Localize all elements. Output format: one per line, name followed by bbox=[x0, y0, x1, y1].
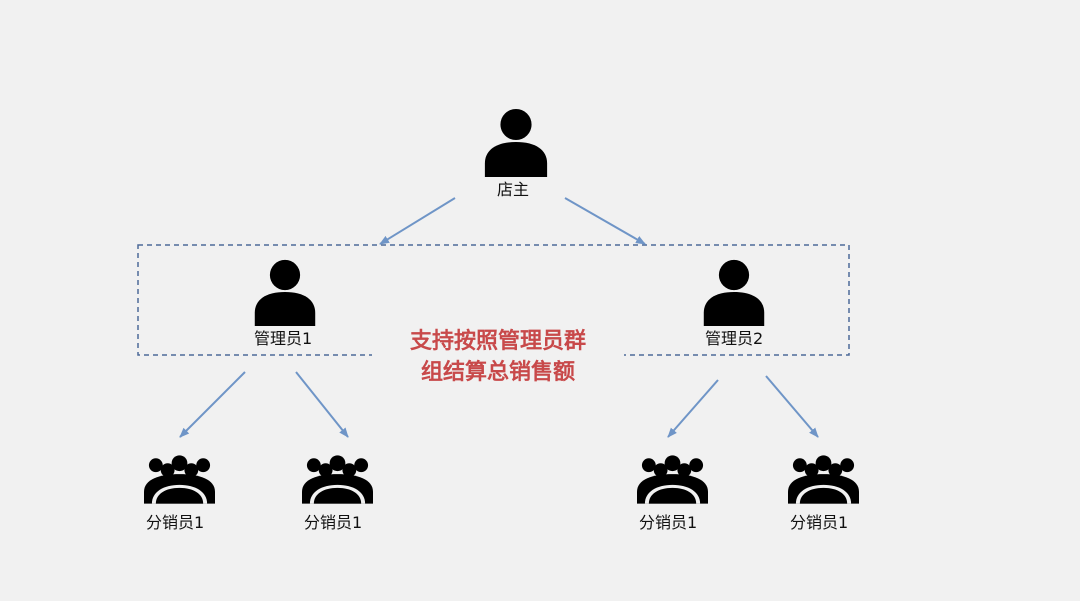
arrow-owner-to-admin-2 bbox=[564, 197, 646, 245]
annotation-line-1: 支持按照管理员群 bbox=[409, 329, 586, 354]
admin-2-label: 管理员2 bbox=[705, 329, 764, 348]
group-icon bbox=[637, 455, 708, 504]
arrow-admin-1-to-distributor-1 bbox=[179, 371, 246, 438]
distributor-label: 分销员1 bbox=[639, 513, 698, 532]
arrow-admin-2-to-distributor-4 bbox=[765, 375, 819, 438]
distributor-label: 分销员1 bbox=[304, 513, 363, 532]
arrow-admin-1-to-distributor-2 bbox=[295, 371, 349, 438]
distributor-label: 分销员1 bbox=[790, 513, 849, 532]
group-icon bbox=[144, 455, 215, 504]
admin-1-label: 管理员1 bbox=[254, 329, 313, 348]
distributor-label: 分销员1 bbox=[146, 513, 205, 532]
person-icon bbox=[254, 259, 316, 326]
group-icon bbox=[302, 455, 373, 504]
arrow-owner-to-admin-1 bbox=[379, 197, 456, 245]
person-icon bbox=[703, 259, 765, 326]
person-icon bbox=[484, 108, 548, 177]
owner-label: 店主 bbox=[497, 180, 530, 199]
admin-group-box bbox=[137, 244, 850, 356]
group-icon bbox=[788, 455, 859, 504]
arrow-admin-2-to-distributor-3 bbox=[667, 379, 719, 438]
annotation-line-2: 组结算总销售额 bbox=[420, 360, 575, 385]
settlement-annotation: 支持按照管理员群 组结算总销售额 bbox=[372, 326, 624, 388]
